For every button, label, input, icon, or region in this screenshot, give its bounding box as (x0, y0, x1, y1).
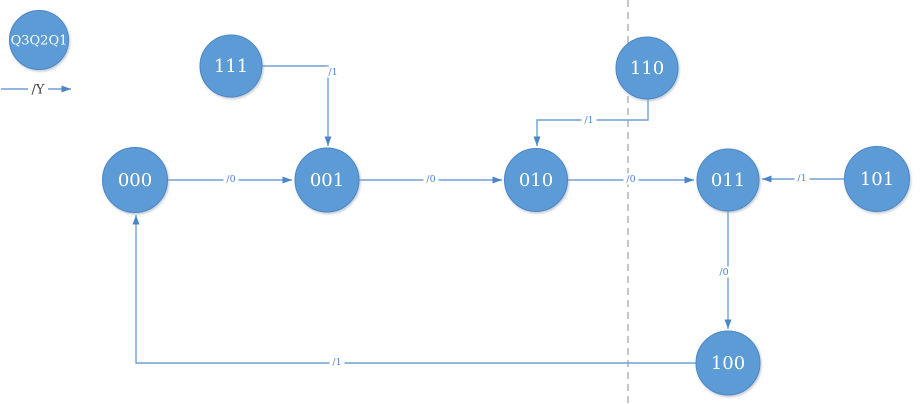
state-label-011: 011 (711, 170, 745, 191)
state-label-111: 111 (214, 56, 248, 77)
state-label-010: 010 (519, 170, 553, 191)
edge-label-bg (581, 114, 597, 126)
state-node-111: 111 (199, 34, 263, 98)
state-label-101: 101 (860, 169, 894, 190)
edge-labels-layer: /1/1/0/0/0/1/0/1 (223, 66, 810, 368)
transition-label-100-to-000: /1 (332, 357, 341, 368)
edge-label-bg (794, 172, 810, 184)
state-label-100: 100 (711, 353, 745, 374)
transition-label-110-to-010: /1 (584, 115, 593, 126)
state-label-001: 001 (310, 170, 344, 191)
transition-label-111-to-001: /1 (328, 67, 337, 78)
legend-label-bg (28, 81, 48, 97)
state-label-000: 000 (118, 170, 152, 191)
state-node-state-format: Q3Q2Q1 (9, 10, 69, 70)
edge-label-bg (329, 356, 345, 368)
state-circle-110 (615, 36, 679, 100)
transition-label-011-to-100: /0 (719, 267, 728, 278)
legend-layer: /Y (1, 81, 71, 98)
nodes-layer: Q3Q2Q1 111 110 000 001 010 011 101 100 (9, 10, 910, 396)
edge-label-bg (716, 266, 732, 278)
state-circle-010 (504, 148, 568, 212)
state-node-010: 010 (504, 148, 568, 212)
edge-label-bg (325, 66, 341, 78)
state-circle-000 (102, 147, 168, 213)
state-circle-101 (844, 146, 910, 212)
state-node-101: 101 (844, 146, 910, 212)
edge-label-bg (623, 173, 639, 185)
transition-label-000-to-001: /0 (226, 174, 235, 185)
edge-label-bg (223, 173, 239, 185)
state-circle-state-format (9, 10, 69, 70)
state-node-100: 100 (695, 330, 761, 396)
edges-layer (132, 65, 844, 364)
legend-output-label: /Y (32, 83, 45, 98)
transition-edge-100-to-000 (132, 215, 696, 364)
state-circle-011 (696, 148, 760, 212)
state-node-011: 011 (696, 148, 760, 212)
state-circle-100 (695, 330, 761, 396)
edge-label-bg (423, 173, 439, 185)
state-circle-001 (294, 147, 360, 213)
transition-label-010-to-011: /0 (626, 174, 635, 185)
transition-label-001-to-010: /0 (426, 174, 435, 185)
state-circle-111 (199, 34, 263, 98)
state-label-110: 110 (630, 58, 664, 79)
state-label-state-format: Q3Q2Q1 (11, 33, 68, 48)
state-node-110: 110 (615, 36, 679, 100)
state-node-000: 000 (102, 147, 168, 213)
transition-edge-111-to-001 (262, 65, 332, 146)
transition-label-101-to-011: /1 (797, 173, 806, 184)
state-node-001: 001 (294, 147, 360, 213)
